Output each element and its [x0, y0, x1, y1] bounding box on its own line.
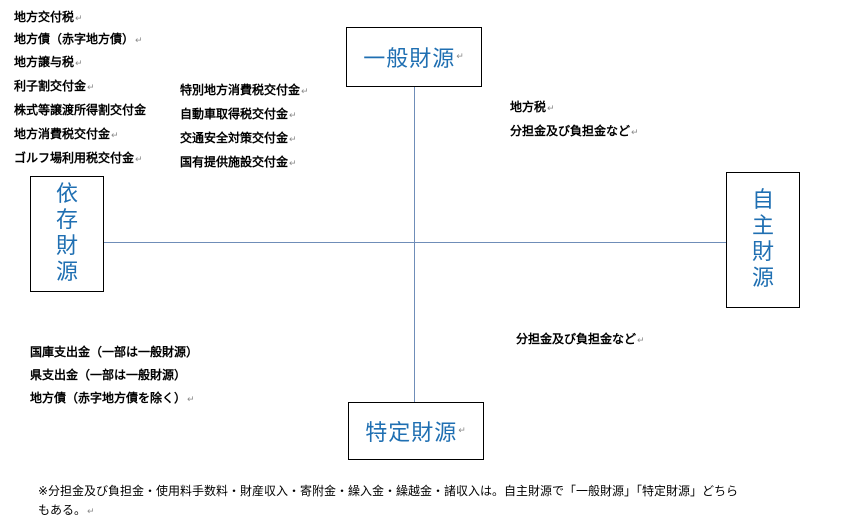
list-item: 自動車取得税交付金↵: [180, 107, 297, 121]
independent-char: 主: [751, 214, 774, 239]
list-item: 地方税↵: [510, 100, 555, 114]
dependent-char: 財: [55, 234, 78, 259]
independent-revenue-box: 自 主 財 源: [726, 172, 800, 308]
list-item: 国有提供施設交付金↵: [180, 155, 297, 169]
general-revenue-box: 一般財源↵: [346, 27, 482, 87]
independent-char: 財: [751, 240, 774, 265]
list-item: 分担金及び負担金など↵: [510, 124, 639, 138]
dependent-char: 源: [55, 260, 78, 285]
list-item: 地方譲与税↵: [14, 55, 83, 69]
list-item: 利子割交付金↵: [14, 79, 95, 93]
list-item: 地方債（赤字地方債を除く）↵: [30, 391, 195, 405]
general-revenue-label: 一般財源: [363, 47, 456, 72]
independent-char: 源: [751, 266, 774, 291]
specific-revenue-label: 特定財源: [365, 421, 458, 446]
dependent-char: 依: [55, 182, 78, 207]
list-item: 国庫支出金（一部は一般財源）: [30, 345, 199, 359]
list-item: ゴルフ場利用税交付金↵: [14, 151, 143, 165]
list-item: 県支出金（一部は一般財源）: [30, 368, 187, 382]
list-item: 株式等譲渡所得割交付金: [14, 103, 147, 117]
independent-char: 自: [751, 188, 774, 213]
list-item: 交通安全対策交付金↵: [180, 131, 297, 145]
list-item: 地方消費税交付金↵: [14, 127, 119, 141]
specific-revenue-box: 特定財源↵: [348, 402, 484, 460]
dependent-char: 存: [55, 208, 78, 233]
list-item: 分担金及び負担金など↵: [516, 332, 645, 346]
list-item: 地方交付税↵: [14, 10, 83, 24]
footnote-line-1: ※分担金及び負担金・使用料手数料・財産収入・寄附金・繰入金・繰越金・諸収入は。自…: [38, 484, 739, 498]
vertical-axis: [414, 86, 415, 402]
footnote-line-2: もある。↵: [38, 503, 95, 517]
list-item: 地方債（赤字地方債）↵: [14, 32, 143, 46]
list-item: 特別地方消費税交付金↵: [180, 83, 309, 97]
horizontal-axis: [104, 242, 726, 243]
dependent-revenue-box: 依 存 財 源: [30, 176, 104, 292]
